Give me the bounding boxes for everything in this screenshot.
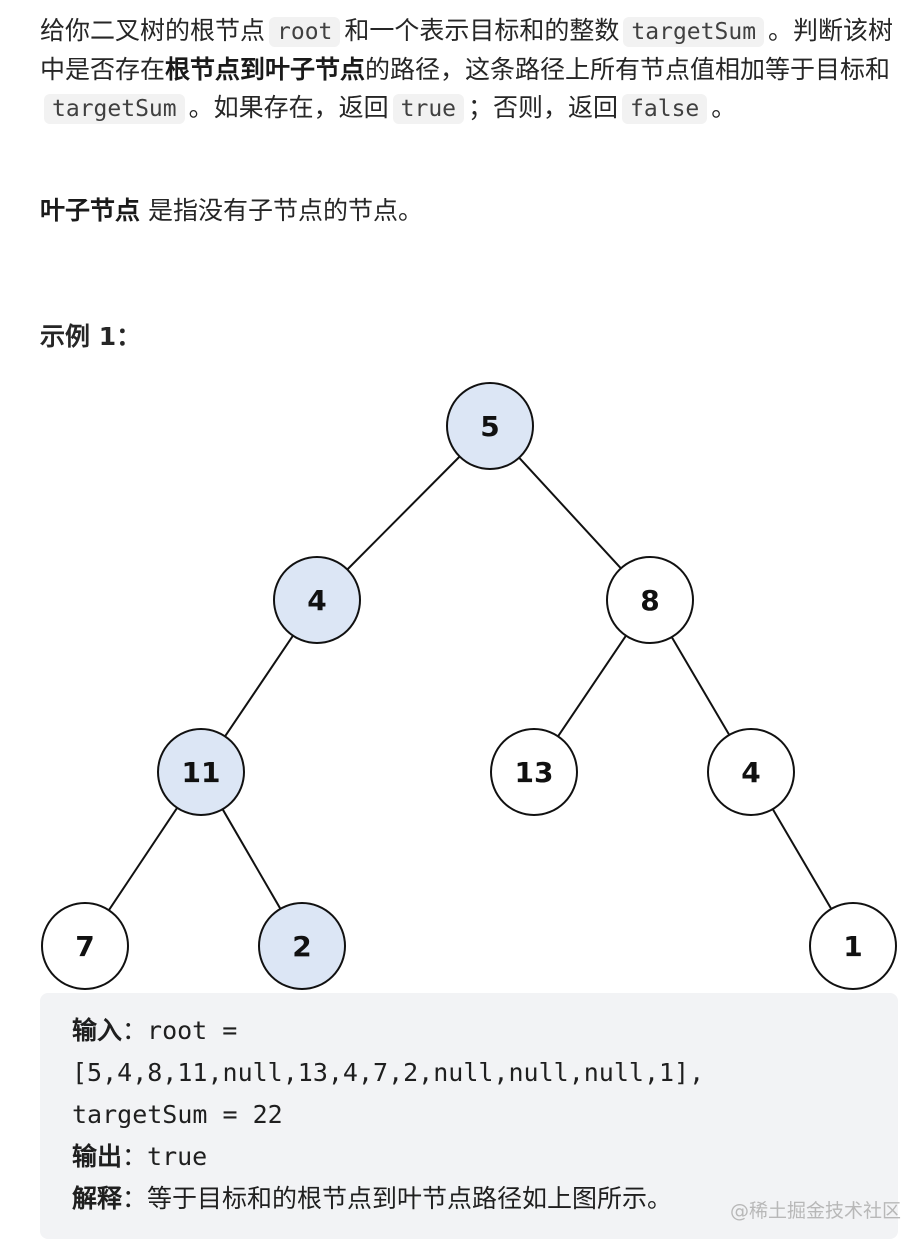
tree-node-label: 13 [515,756,554,789]
tree-edge [346,455,461,571]
desc-text-6: ；否则，返回 [468,93,619,122]
code-targetsum-2: targetSum [44,94,185,124]
binary-tree-diagram: 5 4 8 11 13 4 7 2 1 [41,382,897,990]
tree-edge [518,456,622,570]
explanation-value: ：等于目标和的根节点到叶节点路径如上图所示。 [122,1184,673,1213]
input-label: 输入 [72,1016,123,1045]
code-targetsum: targetSum [623,17,765,47]
desc-text-7: 。 [711,93,737,122]
tree-edge [224,635,294,737]
desc-text-2: 和一个表示目标和的整数 [344,16,620,45]
example-box [40,993,898,1239]
tree-node-circle-highlighted [446,382,534,470]
tree-node-circle [707,728,795,816]
tree-node: 4 [707,728,795,816]
desc-text-5: 。如果存在，返回 [188,93,389,122]
watermark: @稀土掘金技术社区 [730,1200,902,1222]
tree-node: 4 [273,556,361,644]
leaf-definition: 叶子节点 是指没有子节点的节点。 [40,192,423,230]
tree-node-label: 4 [307,584,326,617]
example-explanation-line: 解释：等于目标和的根节点到叶节点路径如上图所示。 [72,1178,772,1220]
example-output-line: 输出：true [72,1136,772,1178]
tree-node: 11 [157,728,245,816]
tree-node-circle [606,556,694,644]
example-input-line-2: [5,4,8,11,null,13,4,7,2,null,null,null,1… [72,1058,705,1087]
tree-node-circle [809,902,897,990]
tree-edge [670,636,731,736]
tree-node-circle [41,902,129,990]
code-root: root [269,17,341,47]
output-value: ：true [122,1142,208,1171]
desc-text-1: 给你二叉树的根节点 [40,16,266,45]
input-root-prefix: ：root = [122,1016,238,1045]
tree-node-label: 5 [480,410,499,443]
desc-bold-root-to-leaf: 根节点到叶子节点 [165,55,366,84]
tree-node-label: 2 [292,930,311,963]
example-title: 示例 1： [40,322,142,351]
tree-edge [771,808,833,910]
example-input-line-1: 输入：root = [72,1010,772,1052]
tree-node-label: 8 [640,584,659,617]
tree-node-label: 7 [75,930,94,963]
example-content: 输入：root = [5,4,8,11,null,13,4,7,2,null,n… [72,1010,772,1220]
desc-text-3: 。判断该树中是否存在 [40,16,894,84]
leaf-definition-term: 叶子节点 [40,196,141,225]
tree-node-label: 11 [182,756,221,789]
tree-node-label: 1 [843,930,862,963]
explanation-label: 解释 [72,1184,123,1213]
tree-node: 2 [258,902,346,990]
tree-node: 8 [606,556,694,644]
tree-node: 5 [446,382,534,470]
tree-node: 7 [41,902,129,990]
tree-node-circle-highlighted [273,556,361,644]
desc-text-4: 的路径，这条路径上所有节点值相加等于目标和 [365,55,891,84]
tree-node: 13 [490,728,578,816]
code-false: false [622,94,708,124]
tree-node-circle [490,728,578,816]
tree-edge [221,808,282,910]
tree-node-label: 4 [741,756,760,789]
tree-nodes: 5 4 8 11 13 4 7 2 1 [41,382,897,990]
code-true: true [392,94,465,124]
tree-node: 1 [809,902,897,990]
tree-edge [557,635,627,737]
tree-edge [108,807,178,911]
output-label: 输出 [72,1142,123,1171]
tree-edges [108,455,833,911]
tree-node-circle-highlighted [157,728,245,816]
tree-node-circle-highlighted [258,902,346,990]
leaf-definition-text: 是指没有子节点的节点。 [147,196,423,225]
example-input-line-3: targetSum = 22 [72,1100,283,1129]
